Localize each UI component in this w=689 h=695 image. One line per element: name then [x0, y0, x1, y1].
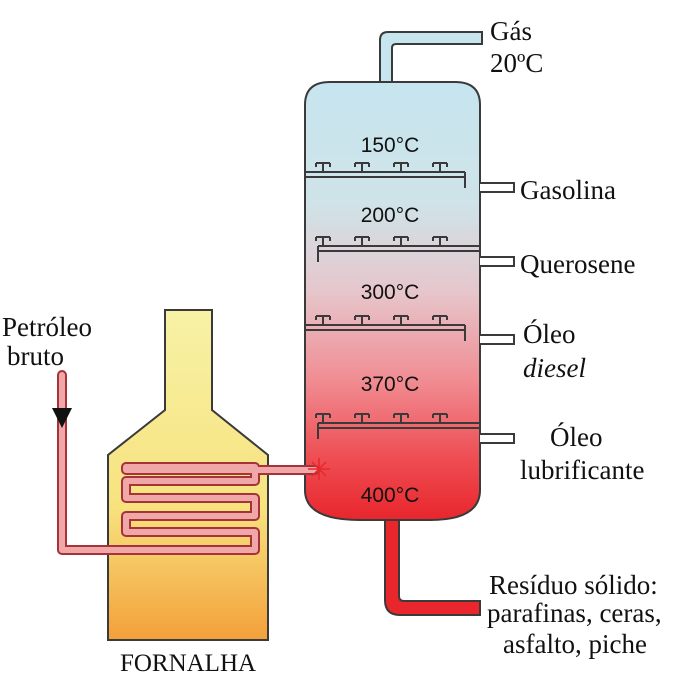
- bubble-cap-icon: [354, 236, 370, 246]
- column-trays: [305, 162, 480, 439]
- bubble-cap-icon: [315, 236, 331, 246]
- bubble-cap-icon: [393, 236, 409, 246]
- tray-plate: [317, 422, 480, 439]
- furnace-label: FORNALHA: [120, 650, 256, 677]
- diesel-outlet: [480, 334, 515, 345]
- kerosene-outlet: [480, 256, 515, 267]
- residue-label-line3: asfalto, piche: [503, 629, 647, 659]
- lubricant-label-line2: lubrificante: [520, 455, 644, 485]
- bubble-cap-icon: [354, 162, 370, 172]
- heat-spark-icon: [308, 458, 330, 480]
- gasoline-label: Gasolina: [520, 175, 616, 205]
- tray-plate: [305, 324, 466, 341]
- diesel-label-line1: Óleo: [523, 319, 575, 349]
- bubble-cap-icon: [432, 315, 448, 325]
- bubble-cap-icon: [315, 162, 331, 172]
- bubble-cap-icon: [432, 162, 448, 172]
- stage-temp-370: 370°C: [361, 373, 420, 396]
- lubricant-label-line1: Óleo: [550, 422, 602, 452]
- residue-label-line2: parafinas, ceras,: [487, 598, 662, 628]
- residue-label-line1: Resíduo sólido:: [489, 570, 658, 600]
- distillation-column: [304, 81, 481, 521]
- stage-temp-200: 200°C: [361, 204, 420, 227]
- bubble-cap-icon: [432, 236, 448, 246]
- gasoline-outlet: [480, 182, 515, 193]
- tray-plate: [305, 171, 466, 188]
- side-outlets: [480, 182, 515, 444]
- bubble-cap-icon: [354, 315, 370, 325]
- bubble-cap-icon: [432, 413, 448, 423]
- bubble-cap-icon: [315, 413, 331, 423]
- stage-temp-300: 300°C: [361, 281, 420, 304]
- stage-temp-150: 150°C: [361, 134, 420, 157]
- lubricant-outlet: [480, 433, 515, 444]
- crude-feed-coil: [57, 370, 320, 555]
- bubble-cap-icon: [354, 413, 370, 423]
- residue-pipe: [384, 519, 481, 616]
- diesel-label-line2: diesel: [523, 353, 586, 383]
- gas-temp-label: 20ºC: [490, 48, 543, 78]
- crude-oil-label-line1: Petróleo: [2, 312, 92, 342]
- tray-plate: [317, 245, 480, 262]
- gas-outlet-pipe: [379, 31, 483, 85]
- bubble-cap-icon: [393, 162, 409, 172]
- crude-flow-arrow-icon: [52, 408, 72, 428]
- bubble-cap-icon: [393, 315, 409, 325]
- kerosene-label: Querosene: [520, 249, 635, 279]
- stage-temp-400: 400°C: [361, 484, 420, 507]
- bubble-cap-icon: [393, 413, 409, 423]
- bubble-cap-icon: [315, 315, 331, 325]
- crude-oil-label-line2: bruto: [7, 341, 64, 371]
- gas-label: Gás: [490, 16, 532, 46]
